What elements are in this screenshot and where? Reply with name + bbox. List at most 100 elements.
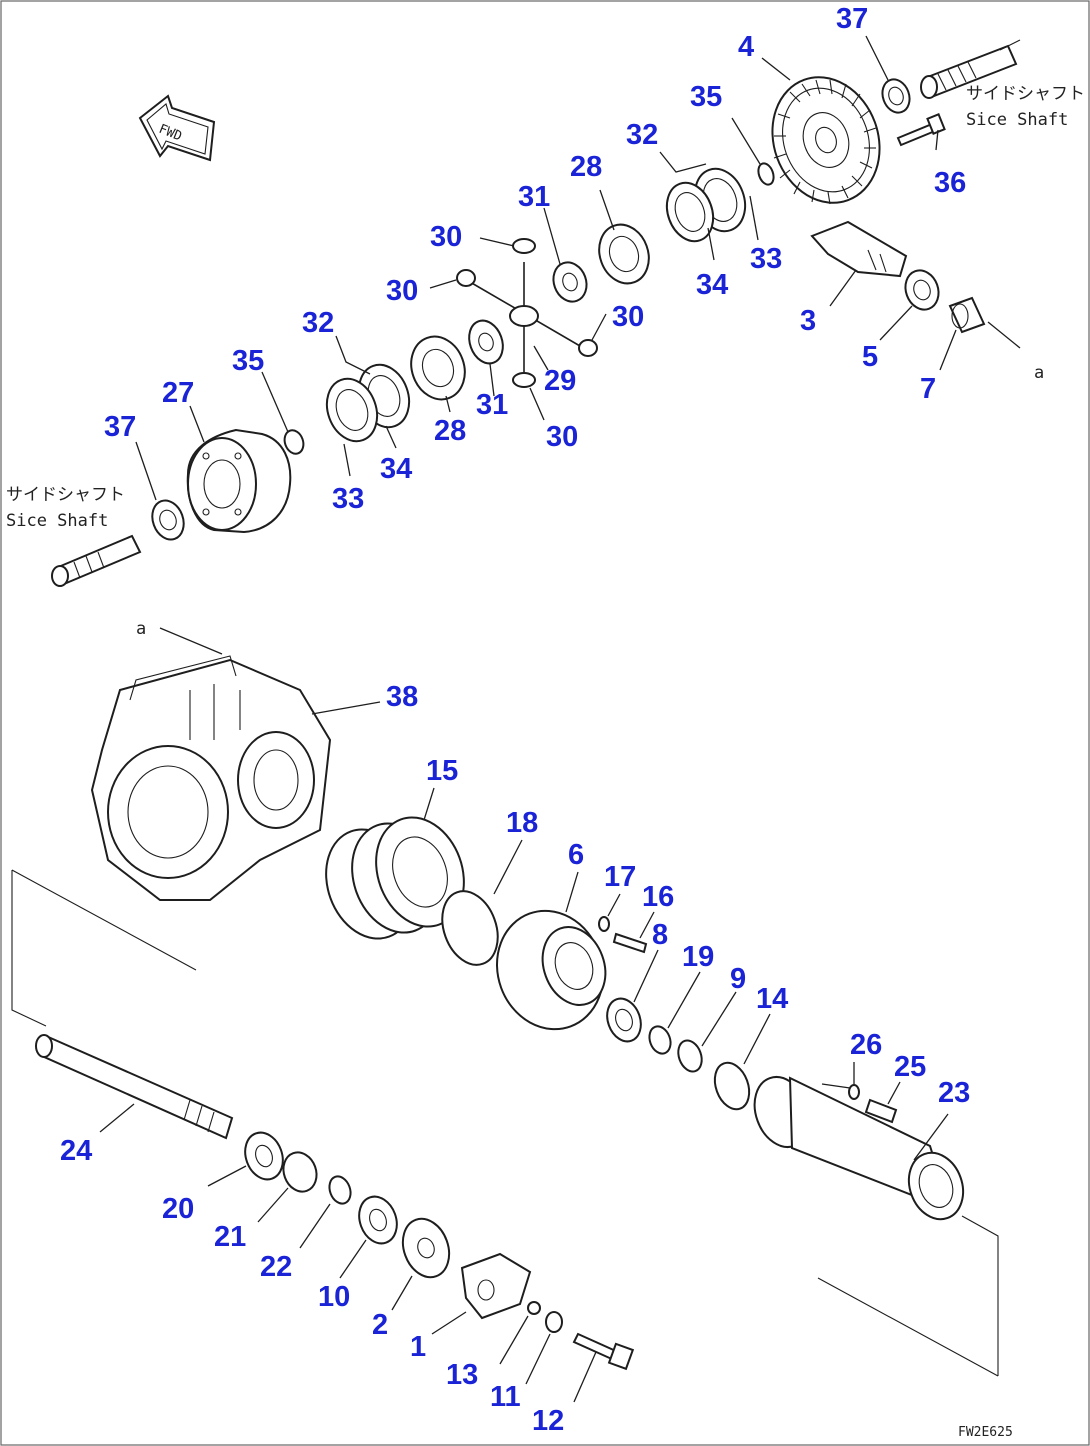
callout-8: 8 bbox=[652, 919, 668, 951]
side-shaft-en-left: Sice Shaft bbox=[6, 511, 108, 531]
part-24-axle-shaft bbox=[35, 1034, 234, 1140]
callout-9: 9 bbox=[730, 963, 746, 995]
callout-17: 17 bbox=[604, 861, 636, 893]
part-10-bearing bbox=[358, 1195, 398, 1245]
callout-37-bottom: 37 bbox=[104, 411, 136, 443]
part-16-bolt bbox=[612, 932, 648, 954]
axle-leader-box-right bbox=[817, 1215, 999, 1377]
part-1-coupling bbox=[460, 1252, 532, 1320]
part-31-gear-left bbox=[468, 319, 504, 365]
part-14-o-ring bbox=[713, 1061, 751, 1111]
callout-38: 38 bbox=[386, 681, 418, 713]
side-shaft-left bbox=[51, 534, 142, 587]
ref-a-arrow-housing bbox=[159, 627, 223, 655]
callout-3: 3 bbox=[800, 305, 816, 337]
part-28-cage-right bbox=[598, 223, 650, 285]
callout-27: 27 bbox=[162, 377, 194, 409]
callout-35-bottom: 35 bbox=[232, 345, 264, 377]
part-21-snap-ring bbox=[282, 1151, 318, 1193]
part-13-o-ring bbox=[527, 1301, 541, 1315]
part-4-ring-gear bbox=[771, 76, 881, 205]
callout-30-b: 30 bbox=[386, 275, 418, 307]
callout-18: 18 bbox=[506, 807, 538, 839]
part-30-pinion-bottom bbox=[512, 372, 536, 388]
part-30-pinion-right bbox=[578, 339, 598, 357]
callout-30-a: 30 bbox=[430, 221, 462, 253]
part-34-bearing-right bbox=[665, 167, 747, 243]
part-30-pinion-left bbox=[456, 269, 476, 287]
part-11-washer bbox=[545, 1311, 563, 1333]
part-22-snap-ring bbox=[328, 1175, 352, 1205]
callout-5: 5 bbox=[862, 341, 878, 373]
part-2-washer bbox=[401, 1217, 451, 1279]
side-shaft-jp-left: サイドシャフト bbox=[6, 485, 125, 505]
callout-32-top: 32 bbox=[626, 119, 658, 151]
part-19-snap-ring bbox=[648, 1025, 672, 1055]
callout-35-top: 35 bbox=[690, 81, 722, 113]
callout-30-d: 30 bbox=[546, 421, 578, 453]
callout-20: 20 bbox=[162, 1193, 194, 1225]
part-26-washer bbox=[848, 1084, 860, 1100]
callout-11: 11 bbox=[490, 1381, 521, 1413]
callout-4: 4 bbox=[738, 31, 754, 63]
side-shaft-en-right: Sice Shaft bbox=[966, 110, 1068, 130]
callout-37-top: 37 bbox=[836, 3, 868, 35]
part-5-bearing bbox=[904, 269, 940, 311]
part-12-bolt bbox=[572, 1332, 635, 1371]
callout-6: 6 bbox=[568, 839, 584, 871]
part-35-shim-left bbox=[283, 429, 305, 455]
callout-2: 2 bbox=[372, 1309, 388, 1341]
callout-33-top: 33 bbox=[750, 243, 782, 275]
callout-labels: 37 4 35 36 32 28 31 30 30 30 29 30 31 28… bbox=[60, 3, 970, 1437]
part-35-shim-right bbox=[757, 162, 775, 186]
part-23-axle-tube bbox=[753, 1076, 965, 1221]
callout-10: 10 bbox=[318, 1281, 350, 1313]
callout-12: 12 bbox=[532, 1405, 564, 1437]
callout-33-bottom: 33 bbox=[332, 483, 364, 515]
callout-23: 23 bbox=[938, 1077, 970, 1109]
ref-a-housing: a bbox=[136, 619, 146, 639]
part-7-nut bbox=[948, 296, 986, 334]
part-18-o-ring bbox=[441, 890, 499, 966]
callout-29: 29 bbox=[544, 365, 576, 397]
part-37-bearing-right bbox=[881, 78, 911, 114]
ref-a-top: a bbox=[1034, 363, 1044, 383]
callout-31-top: 31 bbox=[518, 181, 550, 213]
callout-22: 22 bbox=[260, 1251, 292, 1283]
part-6-carrier bbox=[496, 909, 607, 1031]
part-25-bolt bbox=[864, 1098, 898, 1124]
callout-26: 26 bbox=[850, 1029, 882, 1061]
callout-32-bottom: 32 bbox=[302, 307, 334, 339]
part-36-bolt bbox=[896, 113, 946, 147]
callout-14: 14 bbox=[756, 983, 788, 1015]
part-30-pinion-top bbox=[512, 238, 536, 254]
axle-leader-box-left bbox=[11, 869, 197, 1027]
ref-a-arrow-top bbox=[987, 321, 1021, 349]
fwd-direction-arrow: FWD bbox=[138, 94, 216, 162]
part-34-bearing-left bbox=[325, 363, 411, 443]
part-29-spider bbox=[469, 262, 581, 372]
side-shaft-right bbox=[920, 39, 1021, 99]
part-20-bearing bbox=[244, 1131, 284, 1181]
part-9-seal bbox=[677, 1039, 703, 1073]
callout-36: 36 bbox=[934, 167, 966, 199]
part-31-gear-right bbox=[552, 261, 588, 303]
part-28-cage-left bbox=[410, 335, 466, 401]
callout-15: 15 bbox=[426, 755, 458, 787]
callout-34-bottom: 34 bbox=[380, 453, 412, 485]
part-8-bearing bbox=[606, 997, 642, 1043]
part-17-washer bbox=[598, 916, 610, 932]
callout-34-top: 34 bbox=[696, 269, 728, 301]
callout-7: 7 bbox=[920, 373, 936, 405]
part-15-brake-discs bbox=[325, 816, 465, 940]
callout-30-c: 30 bbox=[612, 301, 644, 333]
callout-28-top: 28 bbox=[570, 151, 602, 183]
drawing-code: FW2E625 bbox=[958, 1425, 1013, 1440]
callout-13: 13 bbox=[446, 1359, 478, 1391]
part-38-axle-housing bbox=[90, 655, 332, 901]
callout-25: 25 bbox=[894, 1051, 926, 1083]
callout-31-bottom: 31 bbox=[476, 389, 508, 421]
callout-1: 1 bbox=[410, 1331, 426, 1363]
